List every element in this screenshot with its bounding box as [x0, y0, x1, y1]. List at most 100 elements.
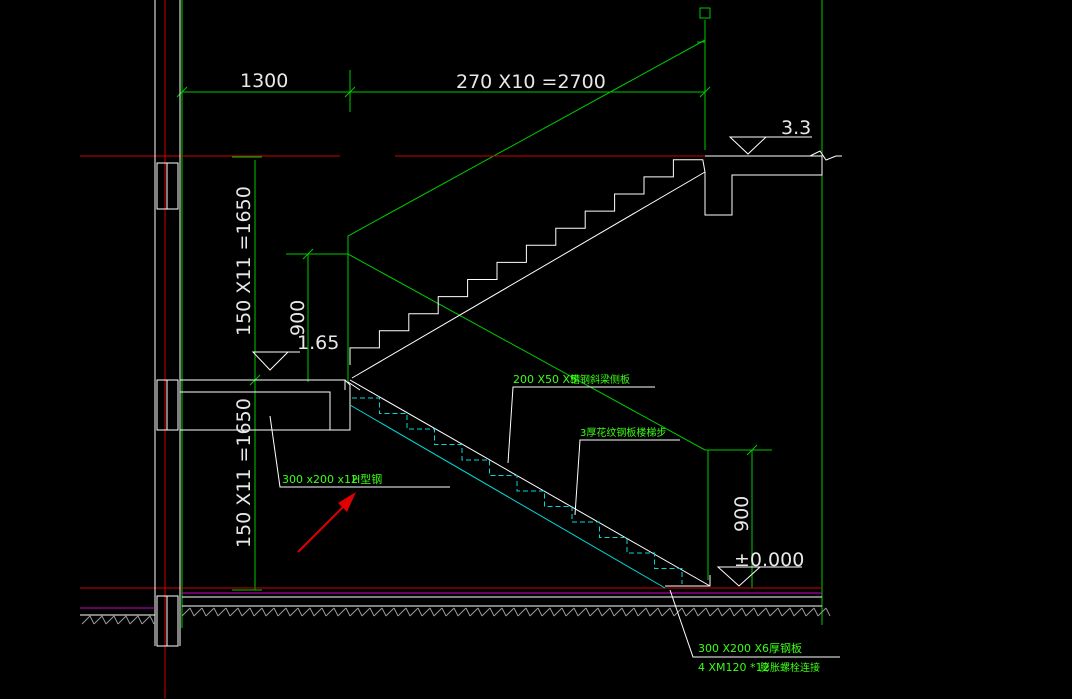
hatch-stroke	[493, 607, 503, 617]
hatch-stroke	[261, 607, 267, 617]
hatch-stroke	[273, 607, 279, 617]
hatch-stroke	[201, 607, 207, 617]
hatch-stroke	[93, 615, 103, 625]
hatch-stroke	[229, 607, 239, 617]
hatch-stroke	[117, 615, 127, 625]
hatch-stroke	[549, 607, 555, 617]
hatch-stroke	[417, 607, 423, 617]
hatch-stroke	[445, 607, 455, 617]
hatch-stroke	[361, 607, 371, 617]
hatch-stroke	[393, 607, 399, 617]
hatch-stroke	[237, 607, 243, 617]
hatch-stroke	[709, 607, 719, 617]
hatch-stroke	[213, 607, 219, 617]
note-h-beam: 300 x200 x12	[282, 473, 358, 486]
dim-upper-flight-height: 150 X11 =1650	[233, 186, 255, 336]
hatch-stroke	[541, 607, 551, 617]
level-ground: ±0.000	[734, 549, 804, 571]
hatch-stroke	[321, 607, 327, 617]
hatch-stroke	[553, 607, 563, 617]
hatch-stroke	[777, 607, 783, 617]
hatch-stroke	[661, 607, 671, 617]
hatch-stroke	[125, 615, 131, 625]
hatch-stroke	[529, 607, 539, 617]
hatch-stroke	[525, 607, 531, 617]
hatch-stroke	[205, 607, 215, 617]
hatch-stroke	[453, 607, 459, 617]
hatch-stroke	[193, 607, 203, 617]
hatch-stroke	[141, 615, 151, 625]
hatch-stroke	[817, 607, 827, 617]
hatch-stroke	[693, 607, 699, 617]
hatch-stroke	[697, 607, 707, 617]
hatch-stroke	[657, 607, 663, 617]
hatch-stroke	[729, 607, 735, 617]
dim-landing-width: 1300	[240, 70, 288, 92]
hatch-stroke	[753, 607, 759, 617]
hatch-stroke	[105, 615, 115, 625]
hatch-stroke	[297, 607, 303, 617]
hatch-stroke	[253, 607, 263, 617]
hatch-stroke	[469, 607, 479, 617]
note-h-beam-desc: H型钢	[352, 472, 382, 486]
hatch-stroke	[781, 607, 791, 617]
hatch-stroke	[685, 607, 695, 617]
hatch-stroke	[137, 615, 143, 625]
hatch-stroke	[381, 607, 387, 617]
note-base-plate: 300 X200 X6厚钢板	[698, 641, 802, 655]
hatch-stroke	[265, 607, 275, 617]
hatch-stroke	[285, 607, 291, 617]
hatch-stroke	[625, 607, 635, 617]
hatch-stroke	[505, 607, 515, 617]
lower-stair-flight	[349, 379, 711, 589]
hatch-stroke	[717, 607, 723, 617]
hatch-stroke	[397, 607, 407, 617]
hatch-stroke	[101, 615, 107, 625]
earth-hatch-icon	[81, 607, 831, 625]
level-top: 3.3	[781, 117, 811, 139]
hatch-stroke	[465, 607, 471, 617]
hatch-stroke	[277, 607, 287, 617]
hatch-stroke	[309, 607, 315, 617]
ground-slab	[80, 592, 822, 616]
hatch-stroke	[789, 607, 795, 617]
landing-beam	[180, 379, 351, 431]
note-tread: 3厚花纹钢板楼梯步	[580, 426, 666, 439]
level-middle: 1.65	[297, 332, 339, 354]
hatch-stroke	[517, 607, 527, 617]
hatch-stroke	[633, 607, 639, 617]
green-reference-lines	[176, 0, 823, 628]
hatch-stroke	[825, 607, 831, 617]
hatch-stroke	[561, 607, 567, 617]
hatch-stroke	[89, 615, 95, 625]
hatch-stroke	[537, 607, 543, 617]
hatch-stroke	[681, 607, 687, 617]
hatch-stroke	[337, 607, 347, 617]
hatch-stroke	[609, 607, 615, 617]
note-stringer: 200 X50 X5	[513, 373, 577, 386]
hatch-stroke	[333, 607, 339, 617]
hatch-stroke	[513, 607, 519, 617]
hatch-stroke	[601, 607, 611, 617]
hatch-stroke	[489, 607, 495, 617]
hatch-stroke	[805, 607, 815, 617]
hatch-stroke	[385, 607, 395, 617]
hatch-stroke	[669, 607, 675, 617]
hatch-stroke	[721, 607, 731, 617]
hatch-stroke	[589, 607, 599, 617]
hatch-stroke	[325, 607, 335, 617]
hatch-stroke	[621, 607, 627, 617]
hatch-stroke	[217, 607, 227, 617]
note-anchor-bolt: 4 XM120 *12	[698, 661, 770, 674]
hatch-stroke	[793, 607, 803, 617]
hatch-stroke	[741, 607, 747, 617]
hatch-stroke	[637, 607, 647, 617]
level-triangle-icon	[251, 136, 812, 587]
hatch-stroke	[813, 607, 819, 617]
hatch-stroke	[501, 607, 507, 617]
hatch-stroke	[645, 607, 651, 617]
hatch-stroke	[81, 615, 91, 625]
left-wall-column	[154, 0, 181, 647]
hatch-stroke	[373, 607, 383, 617]
